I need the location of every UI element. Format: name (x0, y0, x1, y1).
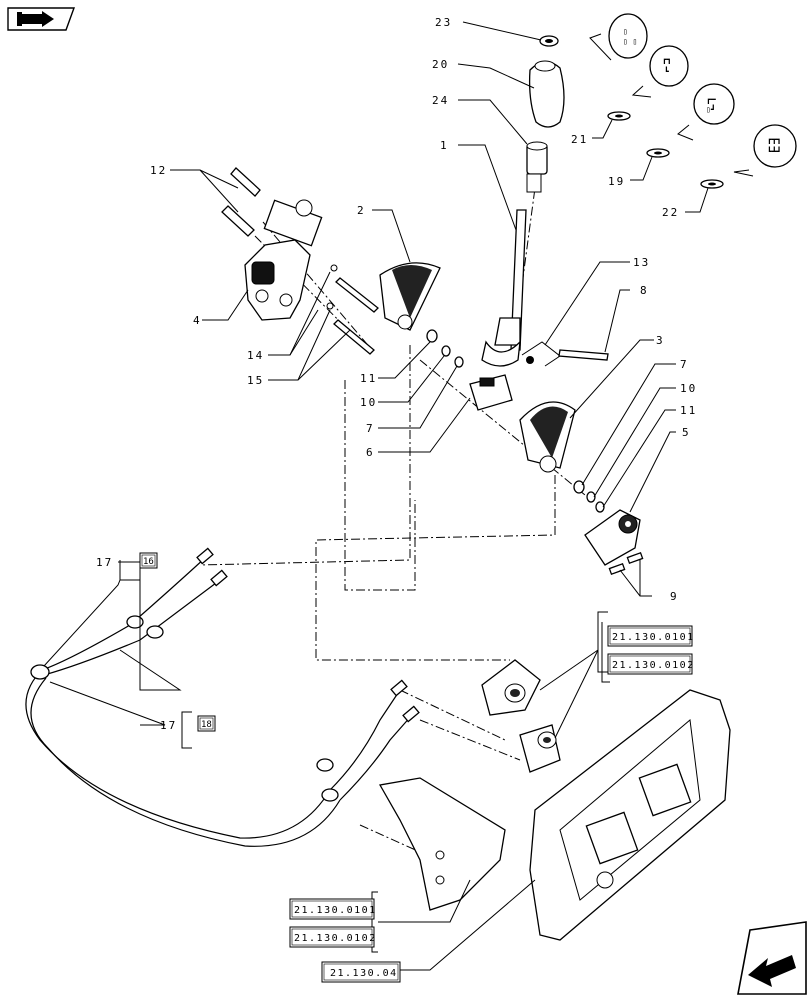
part-12-pins (221, 167, 261, 237)
svg-text:┗┻┛: ┗┻┛ (767, 146, 781, 156)
boxed-callout-18[interactable]: 18 (197, 715, 216, 732)
callout-3[interactable]: 3 (656, 334, 665, 347)
svg-text:┏┳┓: ┏┳┓ (767, 135, 781, 145)
svg-text:┏┓: ┏┓ (662, 55, 672, 65)
part-rings-left (426, 329, 464, 368)
svg-text:▯: ▯ (623, 27, 628, 36)
reference-group-upper: 21.130.0101 21.130.0102 (601, 622, 695, 683)
callout-13[interactable]: 13 (633, 256, 650, 269)
svg-text:16: 16 (143, 557, 154, 567)
reference-group-lower: 21.130.0101 21.130.0102 21.130.04 (289, 898, 401, 983)
next-page-arrow-icon[interactable] (737, 921, 807, 995)
callout-10-right[interactable]: 10 (680, 382, 697, 395)
callout-24[interactable]: 24 (432, 94, 449, 107)
callout-22[interactable]: 22 (662, 206, 679, 219)
leader-lines (43, 21, 709, 971)
svg-text:21.130.04: 21.130.04 (330, 968, 398, 979)
part-9-bolts (608, 551, 644, 576)
svg-text:21.130.0102: 21.130.0102 (294, 933, 377, 944)
part-19-decal (646, 148, 670, 158)
callout-10-left[interactable]: 10 (360, 396, 377, 409)
part-21-decal (607, 111, 631, 121)
reference-link-21-130-0102-lower[interactable]: 21.130.0102 (289, 926, 377, 948)
part-22-decal (700, 179, 724, 189)
shift-mount-lower (519, 724, 561, 773)
part-6-shaft (469, 374, 513, 411)
boxed-callout-16[interactable]: 16 (139, 552, 158, 569)
reference-link-21-130-0101-upper[interactable]: 21.130.0101 (607, 625, 695, 647)
book-arrow-icon[interactable] (7, 7, 75, 31)
part-13-clip (521, 341, 561, 367)
part-5-bracket (584, 509, 641, 566)
svg-text:┗: ┗ (664, 66, 669, 76)
part-4-bracket (244, 199, 323, 321)
callout-9[interactable]: 9 (670, 590, 679, 603)
shift-mount-upper (481, 659, 541, 716)
svg-text:21.130.0102: 21.130.0102 (612, 660, 695, 671)
callout-6[interactable]: 6 (366, 446, 375, 459)
callout-20[interactable]: 20 (432, 58, 449, 71)
callout-15[interactable]: 15 (247, 374, 264, 387)
callout-5[interactable]: 5 (682, 426, 691, 439)
callout-2[interactable]: 2 (357, 204, 366, 217)
svg-text:▯┛: ▯┛ (706, 104, 716, 114)
cable-support-bracket (378, 777, 506, 911)
svg-text:┏━: ┏━ (706, 95, 716, 105)
part-8-pin (526, 349, 609, 364)
part-1-shift-lever (481, 209, 527, 367)
shift-cables (25, 547, 420, 847)
svg-text:▯ ▯: ▯ ▯ (623, 37, 637, 46)
callout-17-upper[interactable]: 17 (96, 556, 113, 569)
callout-19[interactable]: 19 (608, 175, 625, 188)
callout-7-right[interactable]: 7 (680, 358, 689, 371)
callout-21[interactable]: 21 (571, 133, 588, 146)
svg-text:21.130.0101: 21.130.0101 (294, 905, 377, 916)
callout-12[interactable]: 12 (150, 164, 167, 177)
svg-text:18: 18 (201, 720, 212, 730)
reference-link-21-130-0101-lower[interactable]: 21.130.0101 (289, 898, 377, 920)
callout-11-left[interactable]: 11 (360, 372, 377, 385)
callout-labels: 23 20 24 1 21 19 22 12 2 4 14 15 11 10 7… (96, 16, 697, 732)
callout-4[interactable]: 4 (193, 314, 202, 327)
part-20-knob (528, 60, 565, 128)
part-3-sector (519, 401, 576, 473)
callout-17-lower[interactable]: 17 (160, 719, 177, 732)
svg-text:21.130.0101: 21.130.0101 (612, 632, 695, 643)
part-14-15-bolts (326, 264, 379, 355)
callout-11-right[interactable]: 11 (680, 404, 697, 417)
part-24-sleeve (526, 141, 548, 193)
shift-pattern-bubbles: ▯ ▯ ▯ ┏┓ ┗ ┏━ ▯┛ ┏┳┓ ┗┻┛ (589, 13, 797, 177)
callout-14[interactable]: 14 (247, 349, 264, 362)
callout-23[interactable]: 23 (435, 16, 452, 29)
part-23-cap-inner (545, 39, 553, 43)
callout-8[interactable]: 8 (640, 284, 649, 297)
part-rings-right (573, 480, 605, 513)
reference-link-21-130-0102-upper[interactable]: 21.130.0102 (607, 653, 695, 675)
reference-link-21-130-04[interactable]: 21.130.04 (321, 961, 401, 983)
gearbox-housing (529, 689, 731, 941)
callout-7-left[interactable]: 7 (366, 422, 375, 435)
callout-1[interactable]: 1 (440, 139, 449, 152)
part-2-sector (379, 262, 441, 331)
